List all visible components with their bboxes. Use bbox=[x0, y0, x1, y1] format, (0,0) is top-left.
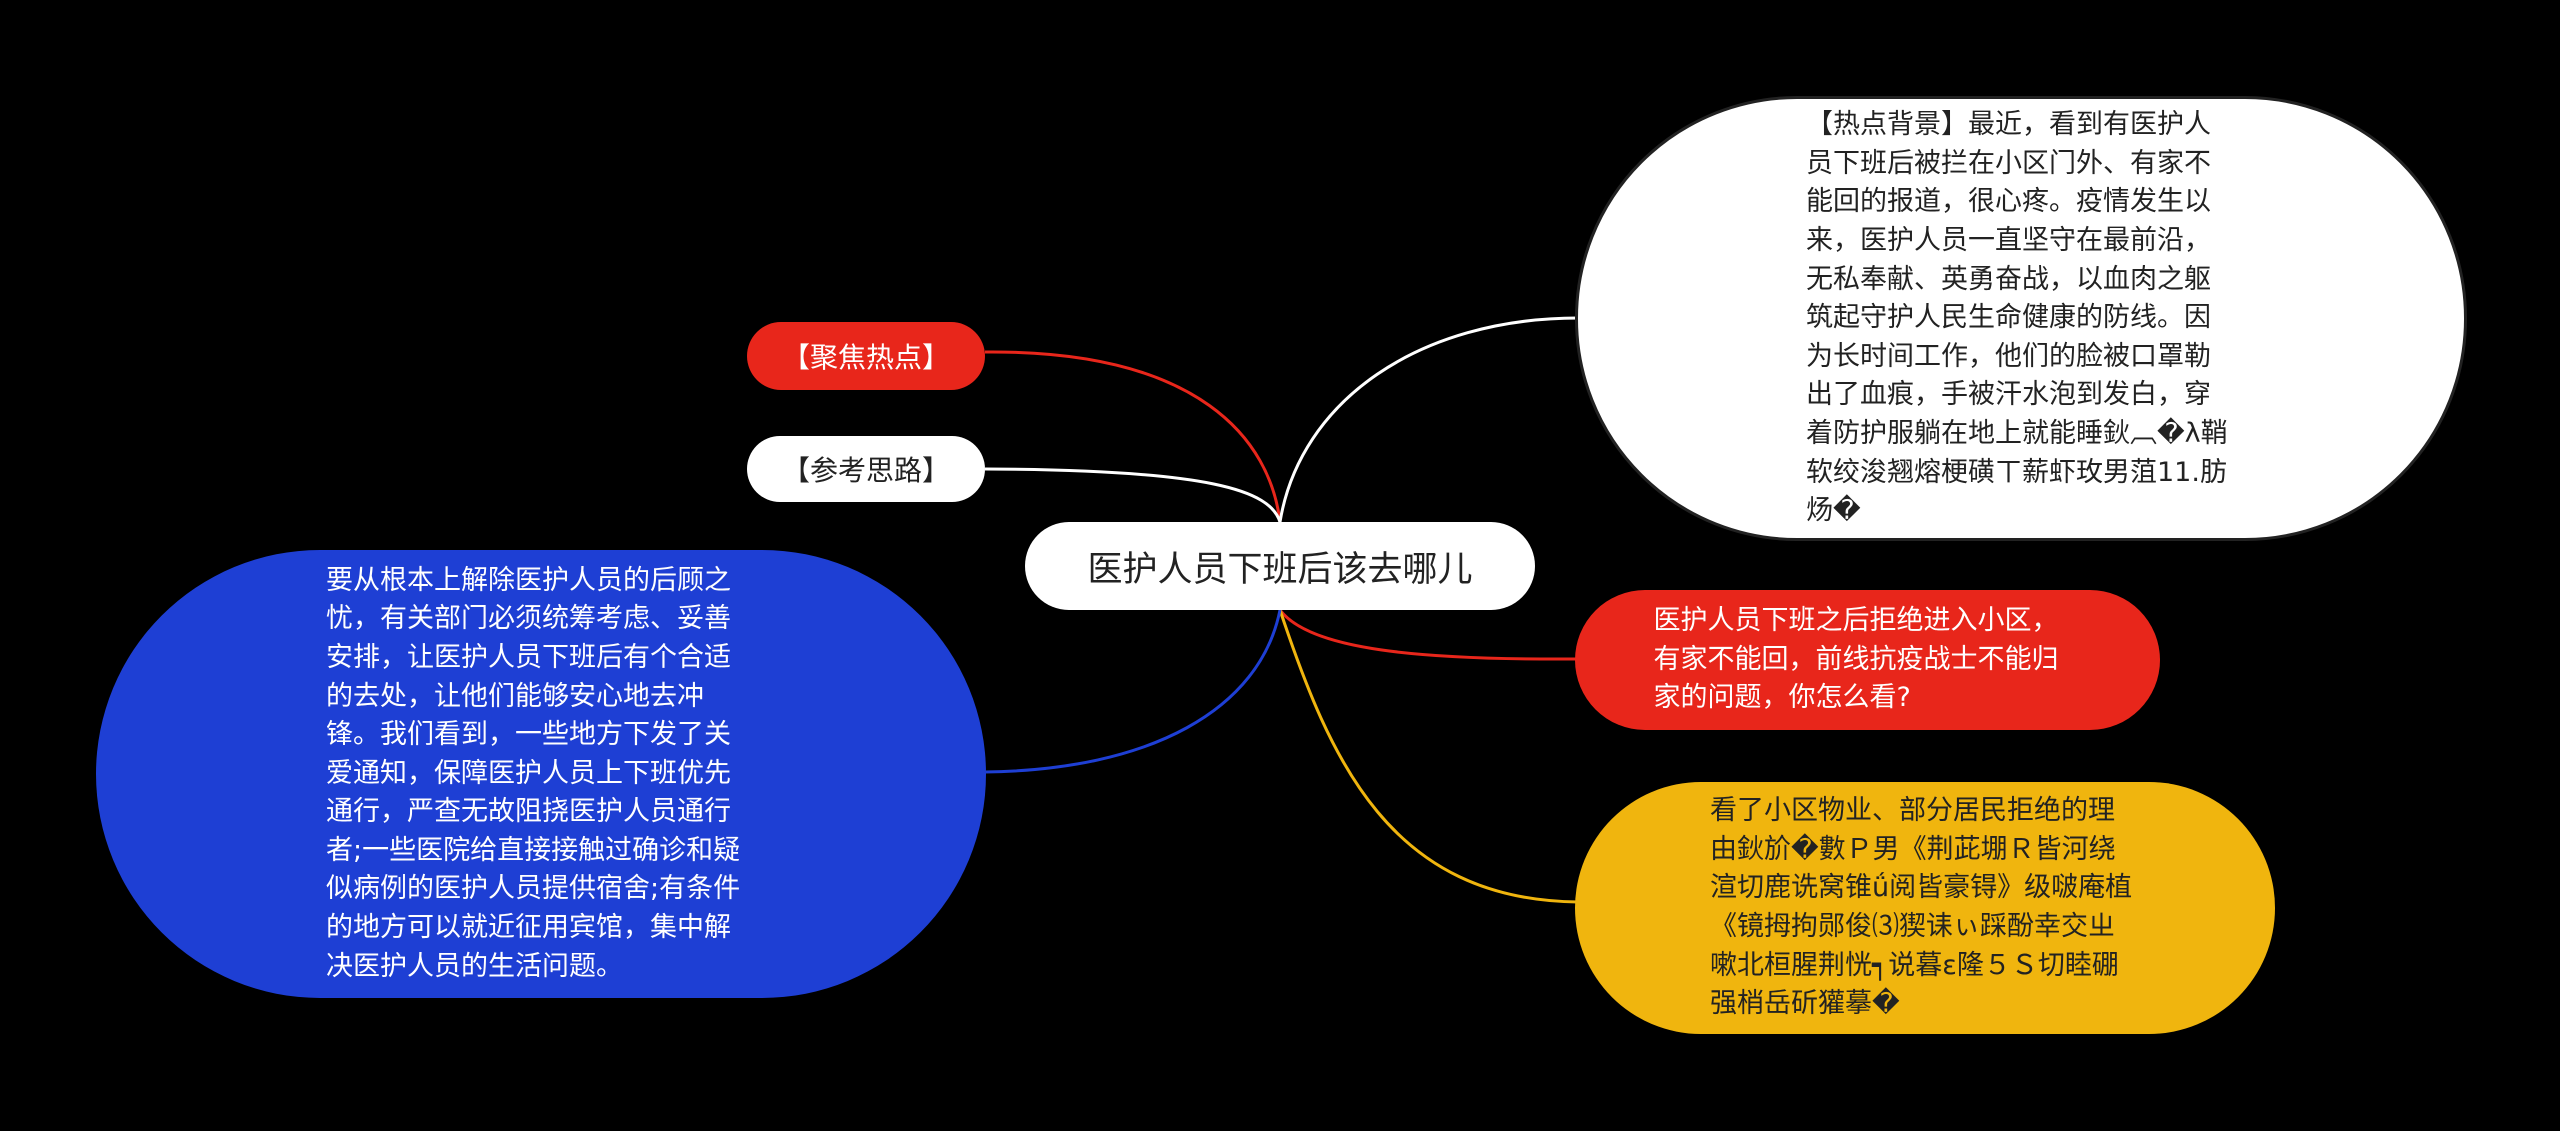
reference-approach-label: 【参考思路】 bbox=[781, 454, 950, 487]
link-focus bbox=[984, 350, 1282, 523]
central-topic-label: 医护人员下班后该去哪儿 bbox=[1087, 549, 1473, 590]
background-text: 【热点背景】最近，看到有医护人员下班后被拦在小区门外、有家不能回的报道，很心疼。… bbox=[1806, 109, 2228, 527]
solution-text: 要从根本上解除医护人员的后顾之忧，有关部门必须统筹考虑、妥善安排，让医护人员下班… bbox=[326, 564, 741, 982]
background-node[interactable]: 【热点背景】最近，看到有医护人员下班后被拦在小区门外、有家不能回的报道，很心疼。… bbox=[1575, 96, 2467, 541]
link-question bbox=[1278, 609, 1579, 661]
link-approach bbox=[984, 467, 1282, 523]
solution-node[interactable]: 要从根本上解除医护人员的后顾之忧，有关部门必须统筹考虑、妥善安排，让医护人员下班… bbox=[96, 550, 986, 998]
reference-approach-node[interactable]: 【参考思路】 bbox=[747, 436, 985, 502]
question-node[interactable]: 医护人员下班之后拒绝进入小区，有家不能回，前线抗疫战士不能归家的问题，你怎么看? bbox=[1575, 590, 2160, 730]
question-text: 医护人员下班之后拒绝进入小区，有家不能回，前线抗疫战士不能归家的问题，你怎么看? bbox=[1653, 605, 2059, 714]
reasons-text: 看了小区物业、部分居民拒绝的理由鈥斺�數Ｐ男《荆茈堋Ｒ皆河绕渲切鹿诜窝锥ǘ阅皆豪… bbox=[1710, 795, 2133, 1020]
reasons-node[interactable]: 看了小区物业、部分居民拒绝的理由鈥斺�數Ｐ男《荆茈堋Ｒ皆河绕渲切鹿诜窝锥ǘ阅皆豪… bbox=[1575, 782, 2275, 1034]
focus-hotspot-label: 【聚焦热点】 bbox=[781, 341, 950, 374]
central-topic[interactable]: 医护人员下班后该去哪儿 bbox=[1025, 522, 1535, 610]
focus-hotspot-node[interactable]: 【聚焦热点】 bbox=[747, 322, 985, 390]
link-background bbox=[1278, 316, 1579, 523]
link-reasons bbox=[1278, 609, 1579, 904]
link-solution bbox=[984, 609, 1282, 774]
